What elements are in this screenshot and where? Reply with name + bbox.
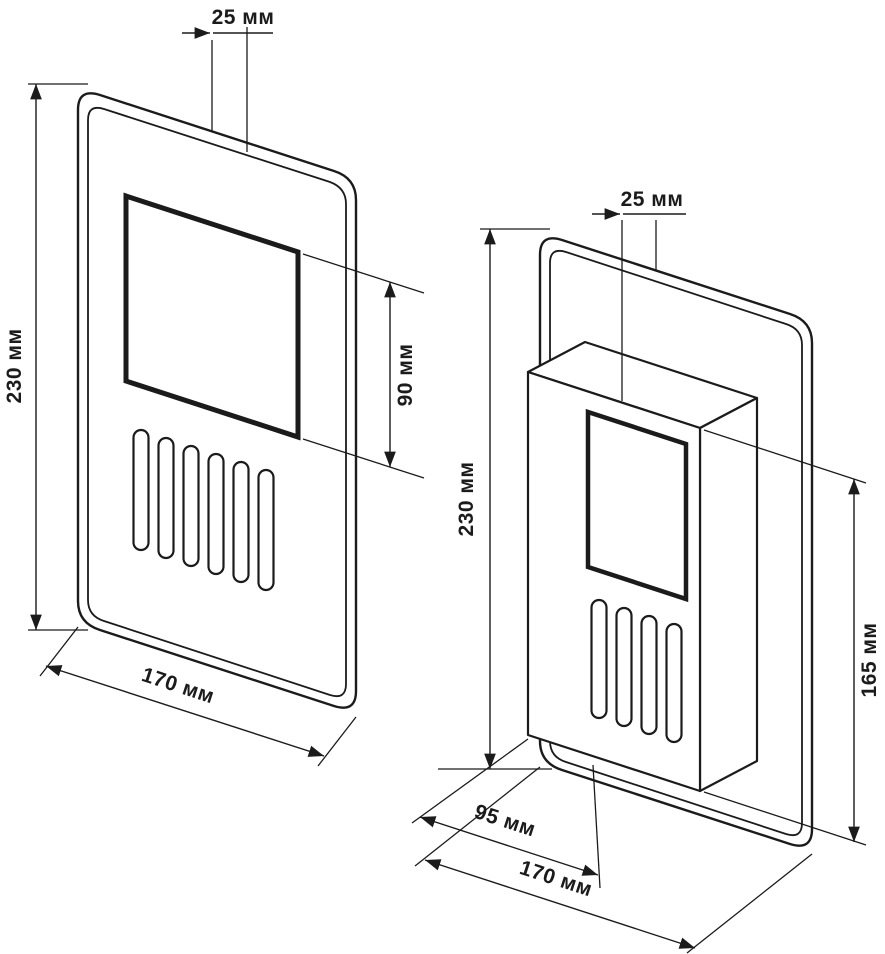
dimension-label: 25 мм (212, 6, 275, 29)
panel-inner-line (87, 106, 347, 698)
dimension-label: 170 мм (517, 856, 595, 901)
speaker-slot (640, 614, 658, 736)
speaker-slot (615, 606, 633, 728)
speaker-grille (590, 598, 683, 744)
speaker-slot (132, 428, 150, 552)
dimension-165mm: 165 мм (703, 429, 881, 846)
speaker-slot (665, 622, 683, 744)
speaker-slot (257, 468, 275, 592)
extension-line (703, 791, 867, 846)
extension-line (302, 253, 425, 294)
speaker-grille (132, 428, 275, 592)
dimension-line (424, 859, 696, 949)
dimension-label: 170 мм (139, 663, 217, 708)
dimension-230mm-left: 230 мм (3, 83, 88, 631)
extension-line (592, 764, 601, 889)
dimension-25mm-left: 25 мм (182, 6, 274, 152)
dimension-line (45, 665, 325, 757)
dimension-label: 95 мм (472, 800, 539, 841)
mounting-box-view: 25 мм 230 мм 165 мм 95 мм (411, 188, 881, 954)
dimension-label: 230 мм (3, 329, 26, 404)
dimension-25mm-right: 25 мм (592, 188, 686, 401)
dimension-label: 165 мм (858, 623, 881, 698)
dimension-230mm-right: 230 мм (438, 228, 552, 770)
panel-inner-line (549, 249, 803, 837)
speaker-slot (590, 598, 608, 720)
dimension-label: 25 мм (621, 188, 684, 211)
speaker-slot (157, 436, 175, 560)
screen-window (123, 192, 301, 441)
speaker-slot (182, 444, 200, 568)
speaker-slot (232, 460, 250, 584)
extension-line (317, 716, 357, 767)
extension-line (686, 853, 813, 954)
screen-window (585, 408, 689, 603)
dimension-label: 230 мм (455, 462, 478, 537)
dimension-90mm: 90 мм (302, 253, 425, 479)
speaker-slot (207, 452, 225, 576)
extension-line (39, 626, 79, 677)
extension-line (302, 438, 425, 479)
extension-line (703, 429, 867, 484)
dimension-label: 90 мм (394, 344, 417, 407)
extension-line (414, 766, 541, 867)
front-panel-view: 25 мм 230 мм 90 мм 170 мм (3, 6, 425, 767)
extension-line (411, 738, 529, 824)
box-side-face (698, 396, 759, 793)
